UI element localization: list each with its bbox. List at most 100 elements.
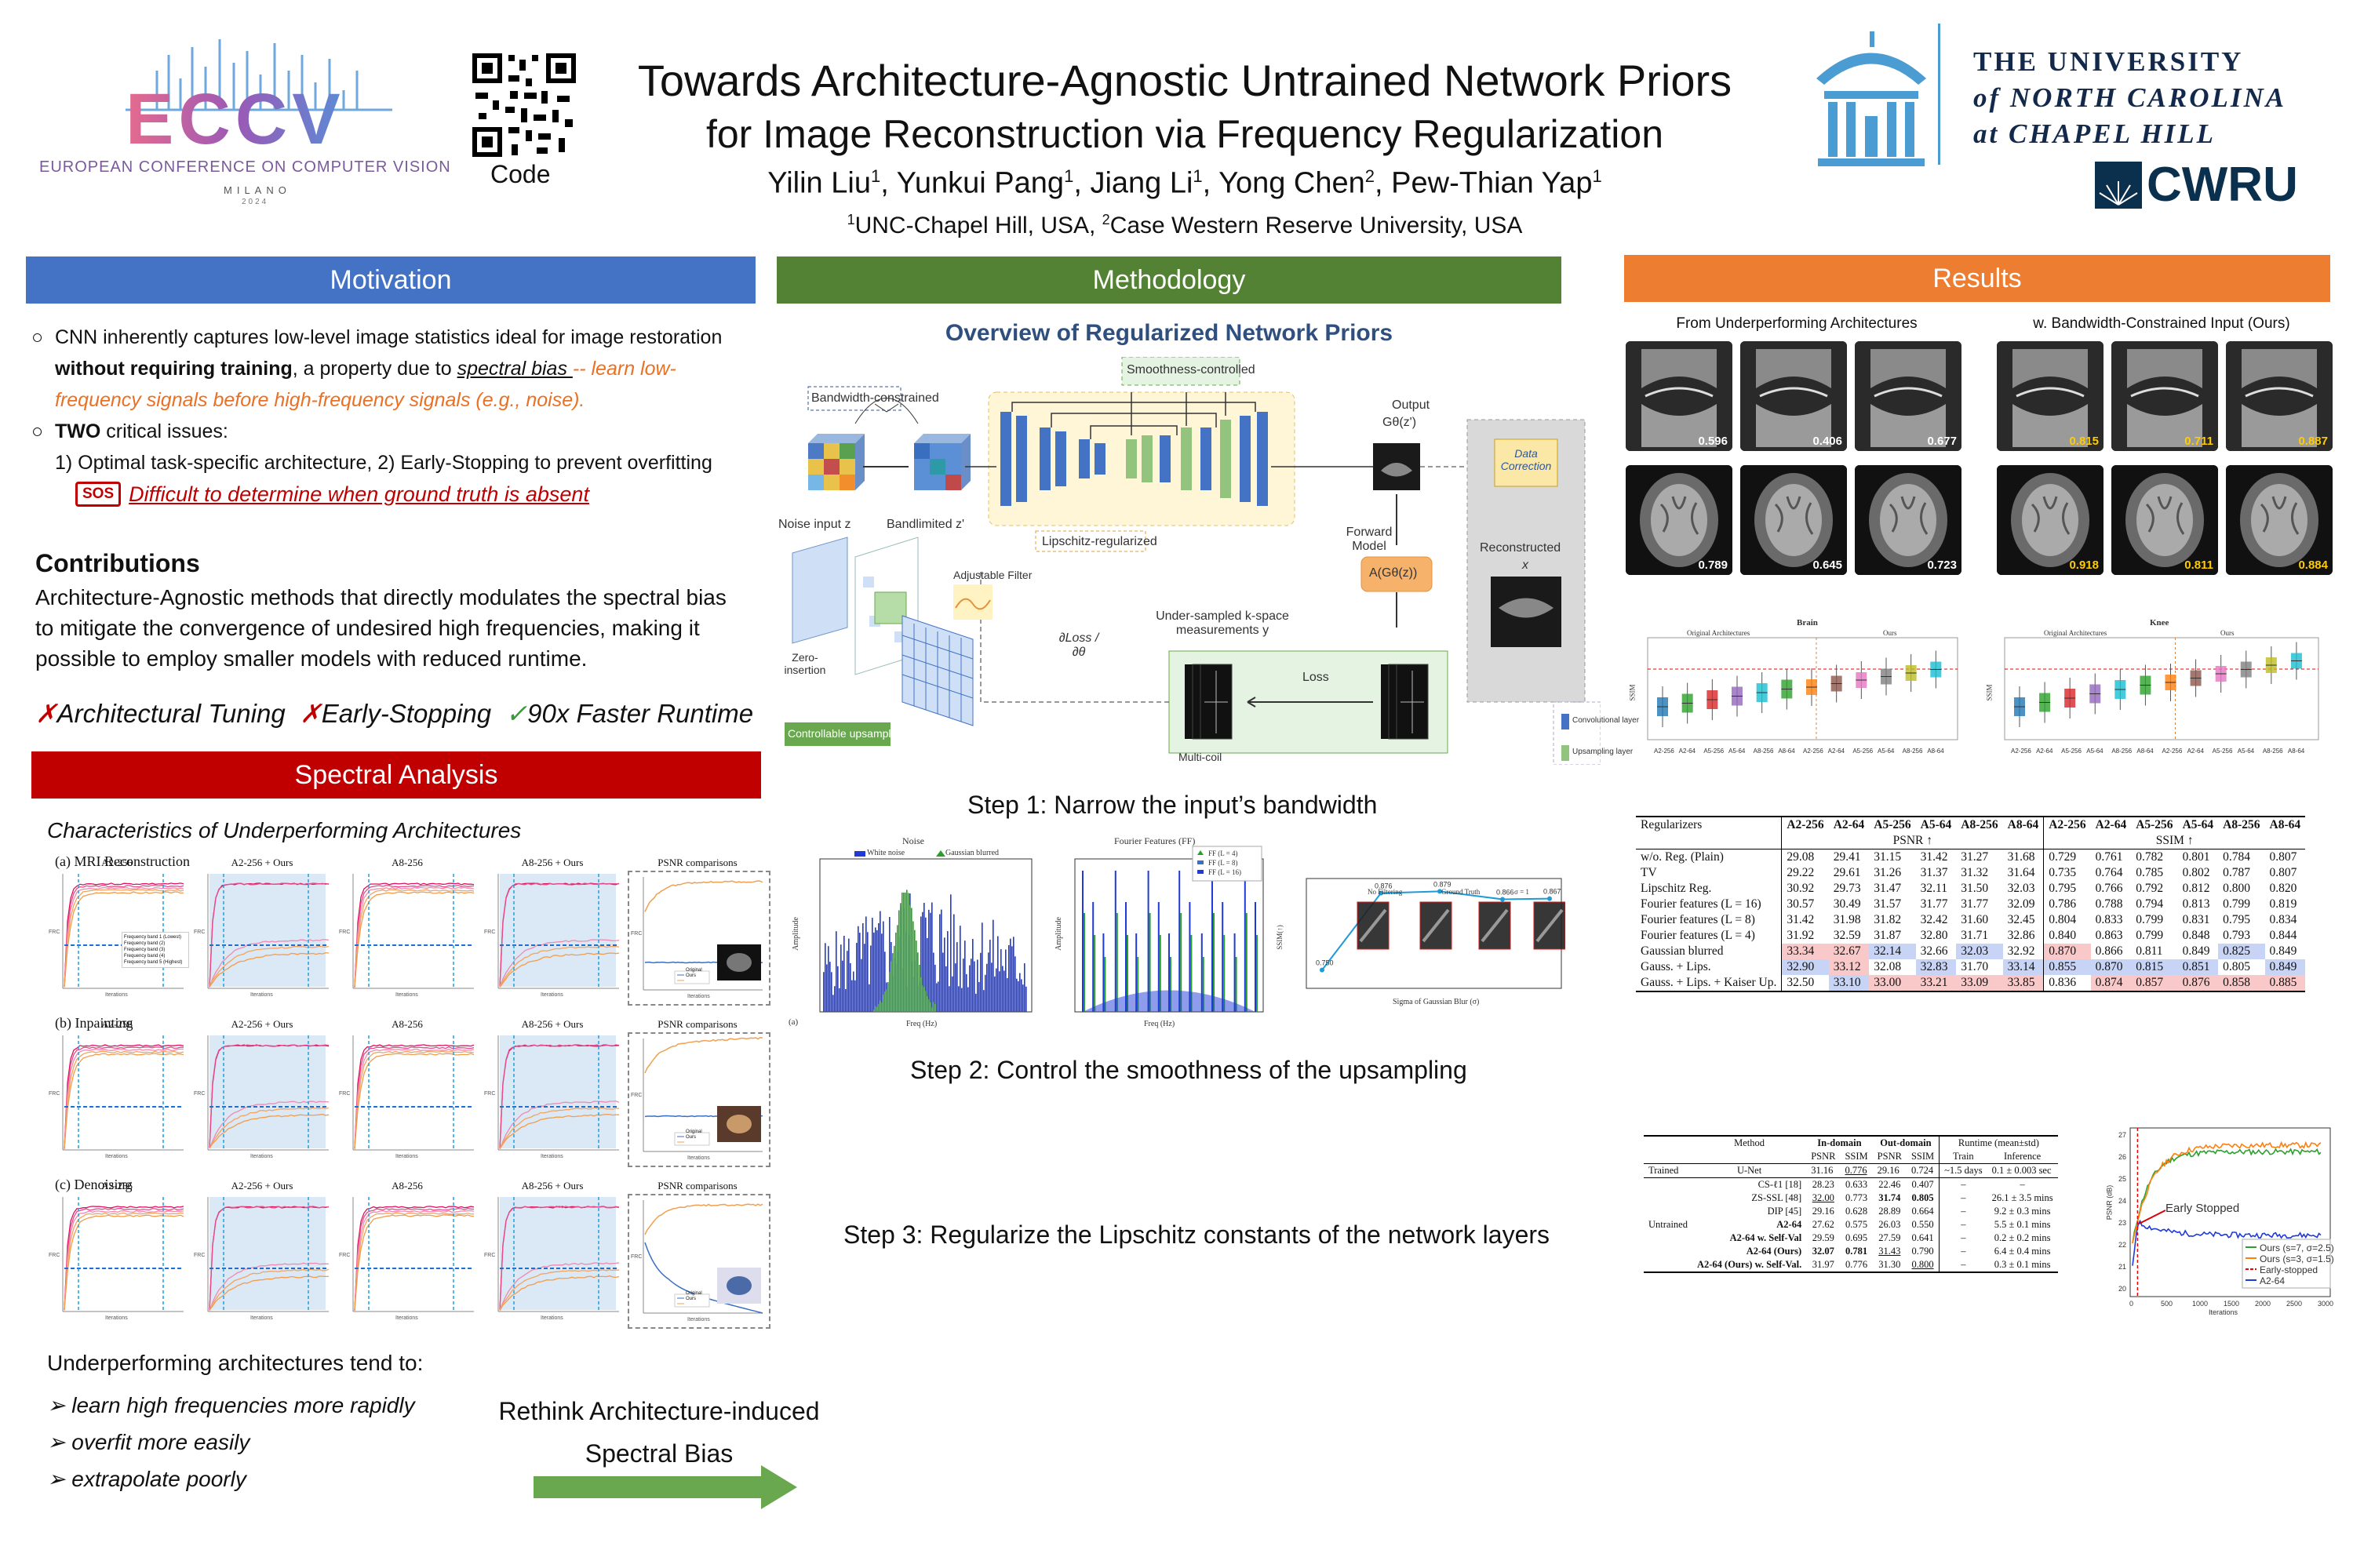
poster-title-line1: Towards Architecture-Agnostic Untrained …	[637, 56, 1732, 105]
gaussian-blurred-bar	[876, 1006, 878, 1012]
spectral-row-label: (b) Inpainting	[55, 1015, 133, 1031]
table-cell: 29.16	[1877, 1165, 1900, 1176]
qr-code[interactable]	[471, 52, 577, 158]
ssim-score-label: 0.596	[1698, 435, 1728, 448]
ff-title: Fourier Features (FF)	[1114, 835, 1196, 846]
ff-ylabel: Amplitude	[1054, 917, 1063, 951]
panel-title: A2-256 + Ours	[231, 1180, 293, 1191]
white-noise-bar	[872, 918, 873, 1012]
gaussian-blurred-bar	[873, 1010, 875, 1012]
table-cell: 32.83	[1915, 959, 1957, 975]
ssim-point	[1379, 890, 1383, 896]
column-header: A5-64	[2182, 818, 2214, 831]
axis-label-frc: FRC	[631, 1254, 643, 1260]
noise-spectrum-plot: Noise White noise Gaussian blurred Freq …	[789, 835, 1040, 1031]
axis-label-iterations: Iterations	[105, 992, 128, 998]
axis-label-iterations: Iterations	[541, 1315, 563, 1321]
white-noise-bar	[834, 986, 836, 1012]
table-cell: 32.08	[1869, 959, 1916, 975]
author-1: Yilin Liu	[767, 166, 871, 200]
white-noise-bar	[986, 963, 988, 1012]
noise-legend-1: White noise	[867, 849, 905, 857]
eccv-wordmark: ECCV	[126, 79, 345, 159]
methodology-header: Methodology	[777, 256, 1561, 304]
table-cell: 0.805	[2218, 959, 2265, 975]
noise-cube-icon	[808, 434, 865, 490]
table-cell: 29.22	[1781, 865, 1829, 881]
sos-icon: SOS	[75, 482, 122, 507]
dloss-label: ∂Loss / ∂θ	[1058, 631, 1099, 659]
table-cell: 0.800	[2223, 882, 2251, 895]
table-cell: 31.60	[1961, 913, 1989, 926]
column-header: Method	[1734, 1137, 1765, 1148]
box-tick-label: A2-256	[2162, 748, 2183, 755]
white-noise-bar	[966, 973, 967, 1012]
ssim-value-label: 0.876	[1375, 882, 1393, 890]
results-right-caption: w. Bandwidth-Constrained Input (Ours)	[2033, 315, 2290, 332]
white-noise-bar	[836, 931, 837, 1012]
white-noise-bar	[967, 987, 969, 1012]
table-cell: –	[2020, 1179, 2025, 1190]
table-cell: 32.67	[1828, 944, 1870, 959]
white-noise-bar	[997, 936, 999, 1012]
white-noise-bar	[1019, 973, 1021, 1012]
table-cell: 0.870	[2090, 959, 2132, 975]
knee-icon	[2111, 341, 2218, 451]
row-label: Gauss. + Lips. + Kaiser Up.	[1641, 976, 1777, 989]
table-cell: 31.68	[2007, 850, 2035, 864]
gaussian-blurred-bar	[906, 890, 908, 1012]
table-cell: 0.820	[2269, 882, 2297, 895]
legend-swatch	[936, 850, 945, 857]
table-cell: 32.66	[1915, 944, 1957, 959]
y-tick-label: 25	[2118, 1175, 2126, 1183]
column-header: A8-64	[2007, 818, 2039, 831]
column-header: A2-64	[2095, 818, 2127, 831]
table-cell: 26.03	[1878, 1219, 1901, 1230]
box-tick-label: A2-64	[2036, 748, 2053, 755]
table-cell: –	[1939, 1245, 1987, 1258]
axis-label-iterations: Iterations	[395, 992, 418, 998]
author-4: Yong Chen	[1218, 166, 1365, 200]
axis-label-frc: FRC	[194, 1091, 206, 1097]
box-tick-label: A5-256	[1852, 748, 1873, 755]
table-cell: 32.50	[1781, 975, 1829, 991]
table-cell: 0.851	[2177, 959, 2219, 975]
bandlimited-label: Bandlimited z'	[887, 518, 965, 531]
table-cell: 0.812	[2182, 882, 2210, 895]
table-cell: 0.848	[2182, 929, 2210, 942]
white-noise-bar	[972, 939, 974, 1012]
ssim-group-header: SSIM ↑	[2043, 833, 2306, 849]
psnr-group-header: PSNR ↑	[1781, 833, 2044, 849]
table-cell: 0.761	[2095, 850, 2123, 864]
gaussian-blurred-bar	[903, 892, 905, 1012]
panel-title: A8-256	[392, 1018, 423, 1030]
legend-original: Original	[686, 1130, 702, 1134]
upsampling-grid-icon	[792, 537, 974, 726]
panel-title: PSNR comparisons	[657, 1018, 738, 1030]
brain-icon	[2111, 465, 2218, 575]
legend-up-label: Upsampling layer	[1572, 748, 1634, 756]
box-ylabel-2: SSIM	[1985, 684, 1994, 701]
table-cell: 0.787	[2223, 866, 2251, 879]
table-cell: 6.4 ± 0.4 mins	[1994, 1246, 2051, 1257]
box-orig-label-1: Original Architectures	[1687, 629, 1750, 637]
white-noise-bar	[1014, 956, 1016, 1012]
white-noise-bar	[864, 944, 865, 1012]
table-cell: 33.14	[2002, 959, 2044, 975]
white-noise-bar	[878, 922, 880, 1012]
gaussian-blurred-bar	[878, 1003, 880, 1012]
axis-label-iterations: Iterations	[250, 1154, 273, 1159]
frc-curve-svg	[62, 1035, 184, 1151]
column-header: Regularizers	[1641, 818, 1703, 831]
brain-icon	[1855, 465, 1961, 575]
undersampled-label: Under-sampled k-space measurements y	[1156, 609, 1289, 637]
arrow-bullet-icon: ➢	[47, 1430, 72, 1454]
white-noise-bar	[982, 922, 983, 1012]
table-cell: 31.87	[1874, 929, 1902, 942]
table-cell: 33.34	[1781, 944, 1829, 959]
